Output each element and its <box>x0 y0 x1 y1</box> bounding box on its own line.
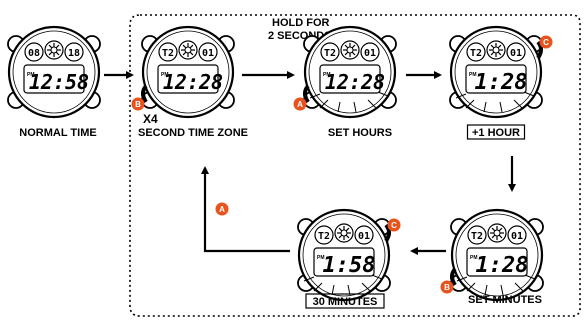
watch-bezel <box>146 30 230 114</box>
button-a: A <box>293 84 310 111</box>
center-gear-icon <box>44 40 64 60</box>
top-right-dial: 01 <box>354 225 374 245</box>
top-right-value: 01 <box>202 48 214 59</box>
top-left-dial: T2 <box>320 42 340 62</box>
top-right-value: 01 <box>510 48 522 59</box>
flash-rays <box>303 274 383 296</box>
button-letter: A <box>297 100 303 109</box>
button-letter: B <box>135 100 141 109</box>
top-left-dial: T2 <box>466 42 486 62</box>
watch-caption: NORMAL TIME <box>19 127 96 139</box>
top-left-value: T2 <box>324 48 336 59</box>
pm-indicator: PM <box>317 255 325 261</box>
time-display: 12:58 <box>29 70 89 94</box>
top-right-dial: 01 <box>360 42 380 62</box>
pm-indicator: PM <box>469 72 477 78</box>
top-right-dial: 01 <box>506 42 526 62</box>
time-display: 1:58 <box>323 253 376 278</box>
top-left-value: T2 <box>471 231 483 242</box>
top-right-dial: 01 <box>198 42 218 62</box>
center-gear-icon <box>486 40 506 60</box>
return-button-a: A <box>215 202 229 216</box>
watch-bezel <box>454 30 538 114</box>
hold-instruction-line1: HOLD FOR <box>272 17 329 29</box>
button-marker <box>131 97 145 111</box>
main-display <box>313 247 375 277</box>
flash-rays <box>309 91 389 113</box>
pm-indicator: PM <box>323 72 331 78</box>
top-right-dial: 18 <box>64 42 84 62</box>
main-display <box>465 64 527 94</box>
watch-bezel <box>308 30 392 114</box>
watch-caption: SECOND TIME ZONE <box>138 127 248 139</box>
watch-caption: SET HOURS <box>328 127 392 139</box>
center-gear-icon <box>334 223 354 243</box>
button-c: C <box>384 218 401 243</box>
arrow-thirty-to-second <box>201 166 290 253</box>
flash-rays <box>456 274 536 296</box>
main-display <box>319 64 381 94</box>
svg-text:A: A <box>219 205 225 214</box>
top-right-value: 01 <box>364 48 376 59</box>
flash-rays <box>455 91 535 113</box>
button-marker <box>293 97 307 111</box>
watch-caption: SET MINUTES <box>468 294 542 306</box>
top-left-value: T2 <box>470 48 482 59</box>
top-left-value: T2 <box>162 48 174 59</box>
watch-bezel <box>302 213 386 297</box>
watch-caption: 30 MINUTES <box>313 296 378 308</box>
top-right-dial: 01 <box>507 225 527 245</box>
button-marker <box>440 280 454 294</box>
time-display: 1:28 <box>476 253 529 278</box>
watch-caption: +1 HOUR <box>472 127 520 139</box>
top-left-dial: T2 <box>158 42 178 62</box>
button-letter: B <box>444 283 450 292</box>
setting-mode-boundary <box>129 14 581 317</box>
pm-indicator: PM <box>27 72 35 78</box>
center-gear-icon <box>178 40 198 60</box>
time-display: 1:28 <box>475 70 528 95</box>
top-left-value: 08 <box>28 48 40 59</box>
pm-indicator: PM <box>470 255 478 261</box>
main-display <box>23 64 85 94</box>
button-b: B <box>131 84 148 111</box>
button-letter: C <box>391 221 397 230</box>
center-gear-icon <box>487 223 507 243</box>
top-left-dial: 08 <box>24 42 44 62</box>
watch-bezel <box>455 213 539 297</box>
top-right-value: 01 <box>511 231 523 242</box>
caption-box <box>466 124 526 140</box>
time-display: 12:28 <box>163 70 223 94</box>
top-left-dial: T2 <box>467 225 487 245</box>
time-display: 12:28 <box>325 70 385 94</box>
caption-box <box>305 293 385 309</box>
button-letter: C <box>543 38 549 47</box>
watch-bezel <box>12 30 96 114</box>
top-right-value: 18 <box>68 48 80 59</box>
top-left-dial: T2 <box>314 225 334 245</box>
button-c: C <box>536 35 553 60</box>
button-marker <box>539 35 553 49</box>
top-right-value: 01 <box>358 231 370 242</box>
top-left-value: T2 <box>318 231 330 242</box>
pm-indicator: PM <box>161 72 169 78</box>
button-marker <box>387 218 401 232</box>
center-gear-icon <box>340 40 360 60</box>
main-display <box>466 247 528 277</box>
press-count: X4 <box>143 112 158 126</box>
main-display <box>157 64 219 94</box>
button-b: B <box>440 267 457 294</box>
